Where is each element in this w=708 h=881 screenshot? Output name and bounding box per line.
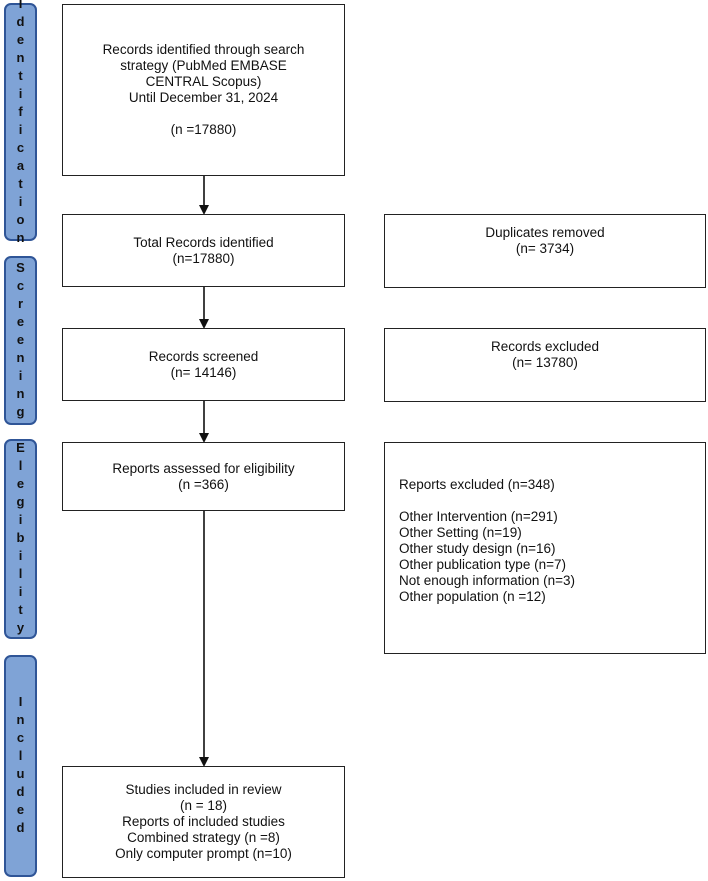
total-records-box: Total Records identified (n=17880) [62, 214, 345, 287]
phase-elegibility: Elegibility [4, 439, 37, 639]
phase-screening-label: Screening [13, 259, 28, 422]
records-screened-box: Records screened (n= 14146) [62, 328, 345, 401]
eligibility-title: Reports assessed for eligibility [112, 460, 295, 476]
records-excluded-count: (n= 13780) [512, 355, 578, 370]
duplicates-removed-box: Duplicates removed (n= 3734) [384, 214, 706, 288]
phase-screening: Screening [4, 256, 37, 425]
included-line-4: Combined strategy (n =8) [127, 830, 280, 845]
screened-title: Records screened [148, 348, 259, 364]
eligibility-count: (n =366) [178, 476, 229, 492]
phase-elegibility-label: Elegibility [13, 440, 28, 638]
reports-excluded-title: Reports excluded (n=348) [399, 477, 555, 492]
total-count: (n=17880) [172, 250, 235, 266]
reason-item: Not enough information (n=3) [399, 573, 575, 588]
studies-included-box: Studies included in review (n = 18) Repo… [62, 766, 345, 878]
records-excluded-title: Records excluded [490, 339, 600, 354]
included-line-1: Studies included in review [125, 782, 282, 797]
duplicates-title: Duplicates removed [485, 225, 605, 240]
phase-included-label: Included [13, 694, 28, 838]
records-identified-box: Records identified through search strate… [62, 4, 345, 176]
total-title: Total Records identified [133, 234, 274, 250]
identified-line-1: Records identified through search [102, 42, 305, 57]
eligibility-box: Reports assessed for eligibility (n =366… [62, 442, 345, 511]
included-line-3: Reports of included studies [122, 814, 285, 829]
phase-identification: Identification [4, 0, 37, 248]
included-line-2: (n = 18) [180, 798, 227, 813]
reason-item: Other study design (n=16) [399, 541, 556, 556]
reason-item: Other Intervention (n=291) [399, 509, 558, 524]
reason-item: Other Setting (n=19) [399, 525, 522, 540]
records-excluded-box: Records excluded (n= 13780) [384, 328, 706, 402]
screened-count: (n= 14146) [170, 364, 237, 380]
reason-item: Other population (n =12) [399, 589, 546, 604]
identified-line-2: strategy (PubMed EMBASE [120, 58, 287, 73]
reports-excluded-box: Reports excluded (n=348) Other Intervent… [384, 442, 706, 654]
identified-line-3: CENTRAL Scopus) [145, 74, 262, 89]
identified-line-4: Until December 31, 2024 [128, 90, 279, 105]
reason-item: Other publication type (n=7) [399, 557, 566, 572]
phase-included: Included [4, 655, 37, 877]
included-line-5: Only computer prompt (n=10) [115, 846, 292, 861]
identified-count: (n =17880) [170, 122, 237, 137]
duplicates-count: (n= 3734) [515, 241, 575, 256]
phase-identification-label: Identification [13, 0, 28, 248]
